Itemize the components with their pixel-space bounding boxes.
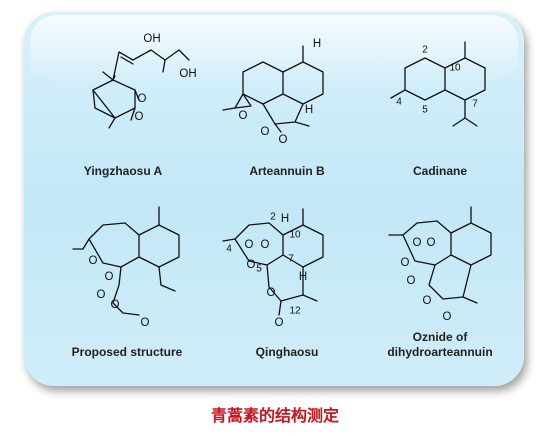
qinghaosu-o-2: O (261, 239, 270, 251)
caption-proposed-structure: Proposed structure (71, 345, 183, 359)
panel-gloss (30, 15, 518, 85)
qinghaosu-num-5: 5 (256, 264, 262, 275)
cadinane-num-4: 4 (396, 97, 402, 108)
caption-cadinane: Cadinane (412, 164, 467, 178)
yingzhaosu-a-structure: OH OH O O (92, 33, 197, 129)
caption-arteannuin-b: Arteannuin B (249, 164, 325, 178)
proposed-o-2: O (105, 271, 114, 283)
oznide-dihydroarteannuin-structure: O O O O O O (388, 206, 492, 323)
arteannuin-o-label-3: O (279, 134, 288, 146)
oznide-o-6: O (443, 311, 452, 323)
structures-panel (24, 12, 524, 386)
oznide-o-1: O (413, 237, 422, 249)
arteannuin-b-structure: H H O O O (222, 38, 324, 146)
proposed-structure: O O O O O (72, 206, 180, 329)
qinghaosu-o-3: O (247, 259, 256, 271)
proposed-o-3: O (97, 289, 106, 301)
oznide-o-3: O (401, 257, 410, 269)
oznide-o-4: O (407, 275, 416, 287)
caption-oznide: Oznide of dihydroarteannuin (365, 330, 515, 360)
caption-qinghaosu: Qinghaosu (255, 345, 319, 359)
proposed-o-1: O (89, 255, 98, 267)
oznide-o-5: O (423, 295, 432, 307)
qinghaosu-num-7: 7 (288, 254, 294, 265)
qinghaosu-num-12: 12 (289, 306, 301, 317)
qinghaosu-o-1: O (245, 239, 254, 251)
qinghaosu-h-label-1: H (281, 213, 289, 225)
caption-yingzhaosu-a: Yingzhaosu A (83, 164, 163, 178)
arteannuin-h-label-2: H (305, 104, 313, 116)
qinghaosu-num-4: 4 (226, 244, 232, 255)
cadinane-num-10: 10 (449, 63, 461, 74)
arteannuin-h-label-1: H (313, 38, 321, 50)
proposed-o-4: O (111, 299, 120, 311)
yingzhaosu-oh-label-2: OH (179, 68, 196, 80)
cadinane-num-2: 2 (422, 45, 428, 56)
cadinane-structure: 2 10 4 5 7 (390, 41, 486, 127)
cadinane-num-7: 7 (472, 99, 478, 110)
qinghaosu-o-5: O (275, 317, 284, 329)
yingzhaosu-o-label-2: O (135, 111, 144, 123)
qinghaosu-h-label-2: H (299, 271, 307, 283)
cadinane-num-5: 5 (422, 105, 428, 116)
footer-caption: 青蒿素的结构测定 (210, 406, 339, 425)
proposed-o-5: O (141, 317, 150, 329)
qinghaosu-num-10: 10 (289, 230, 301, 241)
qinghaosu-num-2: 2 (270, 212, 276, 223)
yingzhaosu-o-label-1: O (138, 93, 147, 105)
qinghaosu-o-4: O (267, 287, 276, 299)
caption-oznide-line2: dihydroarteannuin (387, 345, 493, 359)
arteannuin-o-label-1: O (239, 110, 248, 122)
caption-oznide-line1: Oznide of (412, 330, 468, 344)
qinghaosu-structure: H H O O O O O 2 10 4 5 7 12 (222, 208, 324, 329)
yingzhaosu-oh-label-1: OH (143, 33, 160, 45)
oznide-o-2: O (427, 237, 436, 249)
arteannuin-o-label-2: O (261, 126, 270, 138)
